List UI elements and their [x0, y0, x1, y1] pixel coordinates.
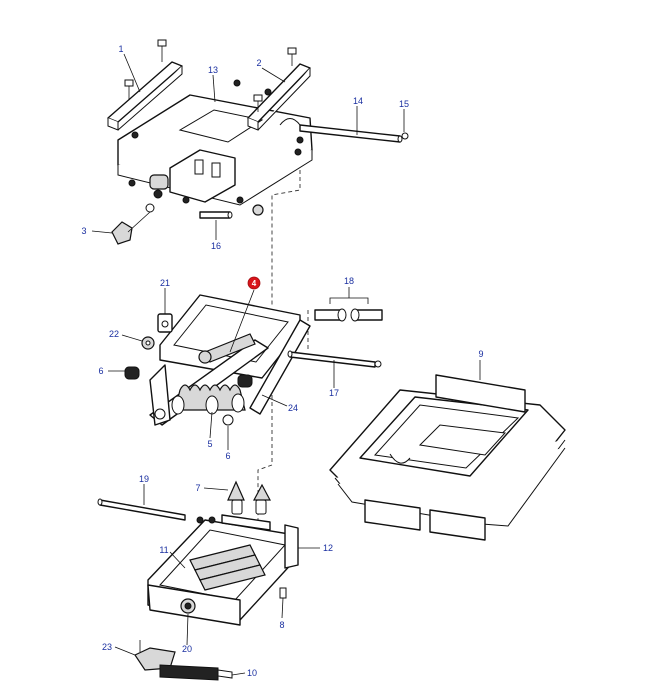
callout-11: 11 — [159, 545, 168, 555]
callout-9: 9 — [478, 349, 483, 359]
base-rollers — [189, 544, 266, 591]
callout-13: 13 — [208, 65, 218, 75]
callout-7: 7 — [195, 483, 200, 493]
callout-1: 1 — [118, 44, 123, 54]
seat-cover-cushion — [329, 374, 566, 541]
callout-6-left: 6 — [98, 366, 103, 376]
callout-12: 12 — [323, 543, 333, 553]
spring-coils — [171, 384, 246, 415]
callout-23: 23 — [102, 642, 112, 652]
callout-22: 22 — [109, 329, 119, 339]
callout-16: 16 — [211, 241, 221, 251]
slide-plate-assembly — [107, 39, 409, 245]
callout-8: 8 — [279, 620, 284, 630]
callout-18: 18 — [344, 276, 354, 286]
callout-17: 17 — [329, 388, 339, 398]
callout-20: 20 — [182, 644, 192, 654]
callout-2: 2 — [256, 58, 261, 68]
callout-labels: 1 2 3 5 6 6 7 8 9 10 11 12 13 14 15 16 1… — [81, 44, 483, 678]
callout-4: 4 — [252, 279, 257, 288]
callout-3: 3 — [81, 226, 86, 236]
scissor-mechanism-assembly — [124, 292, 383, 426]
callout-14: 14 — [353, 96, 363, 106]
callout-24: 24 — [288, 403, 298, 413]
callout-6-bottom: 6 — [225, 451, 230, 461]
callout-15: 15 — [399, 99, 409, 109]
callout-leaders — [91, 53, 481, 676]
callout-21: 21 — [160, 278, 170, 288]
base-frame-assembly — [97, 480, 299, 681]
highlight-badge — [247, 276, 261, 290]
callout-4-highlight: 4 — [247, 276, 261, 290]
callout-19: 19 — [139, 474, 149, 484]
callout-10: 10 — [247, 668, 257, 678]
callout-5: 5 — [207, 439, 212, 449]
